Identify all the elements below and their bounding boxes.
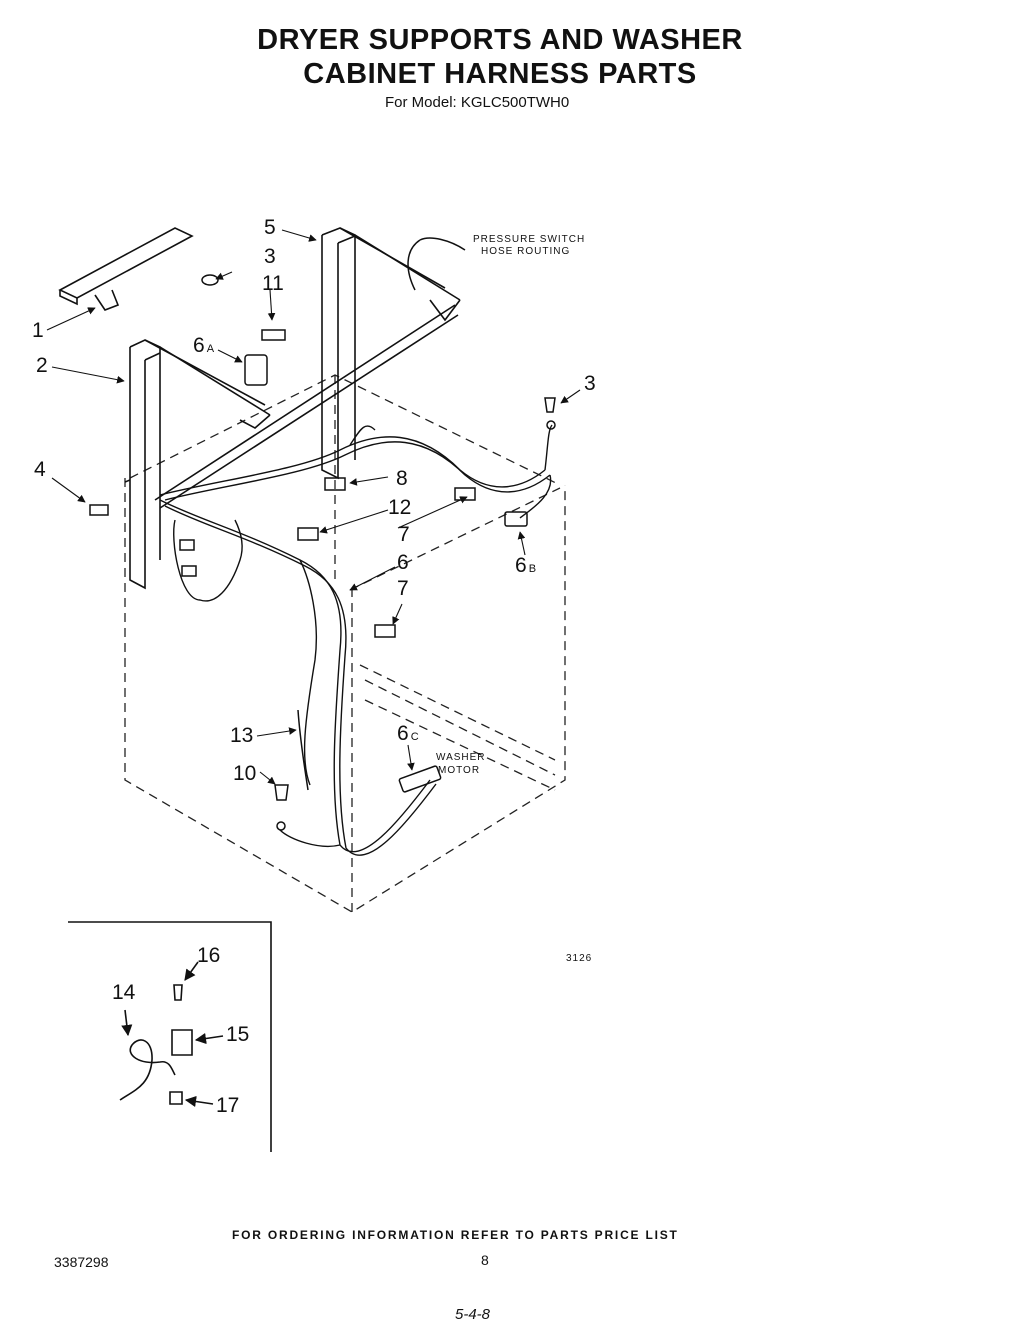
harness-connectors bbox=[179, 354, 528, 793]
callout-12: 12 bbox=[388, 496, 411, 519]
motor-note-line2: MOTOR bbox=[438, 765, 480, 776]
callout-6c-number: 6 bbox=[397, 722, 409, 745]
diagram-title-line1: DRYER SUPPORTS AND WASHER bbox=[257, 24, 743, 56]
callout-7-upper: 7 bbox=[398, 523, 410, 546]
callout-6a-number: 6 bbox=[193, 334, 205, 357]
clip-part-12 bbox=[297, 527, 319, 541]
callout-1: 1 bbox=[32, 319, 44, 342]
ground-terminal-lower bbox=[276, 821, 286, 831]
clip-part-8 bbox=[324, 477, 346, 491]
callout-5: 5 bbox=[264, 216, 276, 239]
diagram-title-line2: CABINET HARNESS PARTS bbox=[303, 58, 697, 90]
motor-note-line1: WASHER bbox=[436, 752, 486, 763]
left-dryer-support-part-2 bbox=[124, 339, 271, 590]
callout-15: 15 bbox=[226, 1023, 249, 1046]
callout-6c-suffix: C bbox=[411, 731, 419, 743]
screw-part-10 bbox=[274, 784, 289, 801]
clip-part-7-lower bbox=[374, 624, 396, 638]
clamp-part-15 bbox=[171, 1029, 193, 1056]
screw-part-3-upper bbox=[201, 274, 219, 286]
screw-part-16 bbox=[173, 984, 183, 1001]
top-strap-part-1 bbox=[58, 227, 194, 311]
pressure-note-line2: HOSE ROUTING bbox=[481, 246, 570, 257]
clip-part-7-upper bbox=[454, 487, 476, 501]
callout-3-upper: 3 bbox=[264, 245, 276, 268]
callout-11: 11 bbox=[262, 272, 284, 295]
ordering-footer: FOR ORDERING INFORMATION REFER TO PARTS … bbox=[232, 1228, 679, 1242]
connector-left-2 bbox=[181, 565, 197, 577]
pressure-note-line1: PRESSURE SWITCH bbox=[473, 234, 585, 245]
right-dryer-support-part-5 bbox=[154, 227, 461, 509]
ground-wire-part-13 bbox=[297, 709, 309, 791]
document-number: 3387298 bbox=[54, 1254, 109, 1270]
callout-7-lower: 7 bbox=[397, 577, 409, 600]
callout-4: 4 bbox=[34, 458, 46, 481]
callout-6: 6 bbox=[397, 551, 409, 574]
callout-leaders bbox=[46, 229, 581, 785]
callout-13: 13 bbox=[230, 724, 253, 747]
screw-part-3-right bbox=[544, 397, 556, 413]
connector-6b bbox=[504, 511, 528, 527]
pressure-hose bbox=[419, 237, 466, 251]
connector-6c bbox=[398, 765, 442, 793]
callout-10: 10 bbox=[233, 762, 256, 785]
connector-left-1 bbox=[179, 539, 195, 551]
callout-16: 16 bbox=[197, 944, 220, 967]
washer-cabinet-outline bbox=[124, 374, 566, 913]
hardware-parts bbox=[89, 237, 556, 831]
model-label: For Model: KGLC500TWH0 bbox=[385, 94, 570, 111]
figure-code: 3126 bbox=[566, 953, 592, 964]
callout-6a-suffix: A bbox=[207, 343, 215, 355]
callout-6b-number: 6 bbox=[515, 554, 527, 577]
inset-detail bbox=[68, 921, 272, 1152]
callout-17: 17 bbox=[216, 1094, 239, 1117]
page-stamp: 5-4-8 bbox=[455, 1306, 491, 1323]
clip-part-11 bbox=[261, 329, 286, 341]
ground-wire-part-14 bbox=[119, 1039, 176, 1101]
callout-14: 14 bbox=[112, 981, 136, 1004]
screw-part-4 bbox=[89, 504, 109, 516]
wire-harness-part-6 bbox=[159, 424, 553, 856]
nut-part-17 bbox=[169, 1091, 183, 1105]
ground-terminal bbox=[546, 420, 556, 430]
callout-6b-suffix: B bbox=[529, 563, 536, 575]
connector-6a bbox=[244, 354, 268, 386]
callout-2: 2 bbox=[36, 354, 48, 377]
page-number: 8 bbox=[481, 1252, 489, 1268]
callout-8: 8 bbox=[396, 467, 408, 490]
callout-3-right: 3 bbox=[584, 372, 596, 395]
